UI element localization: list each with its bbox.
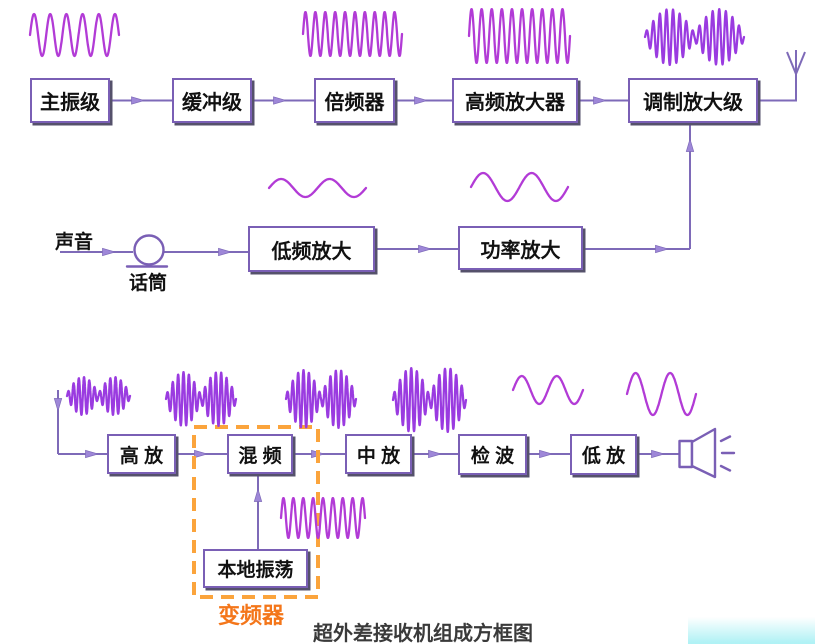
block-label: 高 放 bbox=[119, 445, 164, 467]
block-label: 倍频器 bbox=[324, 92, 385, 114]
block-label: 调制放大级 bbox=[643, 92, 743, 114]
block-rx-lf-amp: 低 放 bbox=[570, 434, 637, 475]
block-master-oscillator: 主振级 bbox=[30, 78, 110, 123]
block-if-amp: 中 放 bbox=[345, 434, 412, 474]
converter-label: 变频器 bbox=[218, 603, 285, 628]
wave-local-oscillator bbox=[279, 496, 367, 540]
block-rx-rf-amp: 高 放 bbox=[107, 434, 176, 474]
rx-chain-wires bbox=[58, 390, 680, 549]
wave-multiplier-out bbox=[301, 10, 404, 58]
block-detector: 检 波 bbox=[458, 434, 527, 475]
wave-rx-rf-out bbox=[164, 370, 238, 428]
wave-tx-modulated bbox=[643, 7, 746, 67]
speaker-horn bbox=[690, 427, 717, 479]
block-mixer: 混 频 bbox=[227, 434, 293, 474]
block-label: 主振级 bbox=[40, 92, 100, 114]
block-modulation-amplifier: 调制放大级 bbox=[628, 78, 758, 123]
block-label: 缓冲级 bbox=[182, 92, 242, 114]
wave-audio-amplified bbox=[469, 171, 570, 203]
block-label: 低 放 bbox=[581, 446, 626, 467]
wave-detected-audio bbox=[511, 374, 585, 406]
block-lf-amplifier: 低频放大 bbox=[248, 226, 375, 272]
microphone-label: 话筒 bbox=[128, 273, 167, 294]
tx-antenna-prong-right bbox=[795, 51, 806, 75]
block-buffer-stage: 缓冲级 bbox=[172, 78, 252, 123]
wave-master-oscillator bbox=[28, 12, 121, 58]
wave-rx-mixer-out bbox=[284, 368, 358, 430]
block-power-amplifier: 功率放大 bbox=[458, 226, 583, 270]
block-label: 混 频 bbox=[238, 445, 282, 467]
speaker-icon bbox=[678, 427, 736, 479]
block-label: 中 放 bbox=[356, 445, 401, 467]
wave-hf-amp-out bbox=[467, 7, 572, 65]
wave-rx-if-out bbox=[391, 366, 468, 434]
block-label: 低频放大 bbox=[271, 240, 352, 263]
microphone-icon bbox=[125, 234, 169, 268]
mic-circle bbox=[133, 234, 165, 266]
block-frequency-multiplier: 倍频器 bbox=[314, 78, 395, 123]
diagram-caption: 超外差接收机组成方框图 bbox=[313, 623, 533, 644]
block-label: 高频放大器 bbox=[465, 92, 565, 114]
wave-rx-antenna bbox=[65, 376, 132, 416]
tx-antenna-icon bbox=[758, 50, 806, 102]
block-label: 检 波 bbox=[470, 446, 515, 467]
wire-modamp-to-antenna bbox=[758, 73, 797, 102]
block-label: 本地振荡 bbox=[217, 560, 294, 581]
speaker-ray-bottom bbox=[719, 464, 732, 472]
wave-audio-in bbox=[267, 177, 368, 199]
sound-input-label: 声音 bbox=[55, 232, 94, 253]
wave-audio-to-speaker bbox=[625, 371, 698, 417]
speaker-body bbox=[678, 439, 694, 469]
speaker-ray-top bbox=[719, 435, 732, 443]
block-local-oscillator: 本地振荡 bbox=[203, 549, 308, 588]
block-hf-amplifier: 高频放大器 bbox=[452, 78, 578, 123]
corner-gradient-artifact bbox=[688, 612, 815, 644]
block-label: 功率放大 bbox=[480, 239, 561, 262]
waveforms-layer bbox=[28, 7, 746, 540]
audio-chain-wires bbox=[60, 124, 690, 252]
tx-antenna-prong-left bbox=[786, 51, 797, 75]
